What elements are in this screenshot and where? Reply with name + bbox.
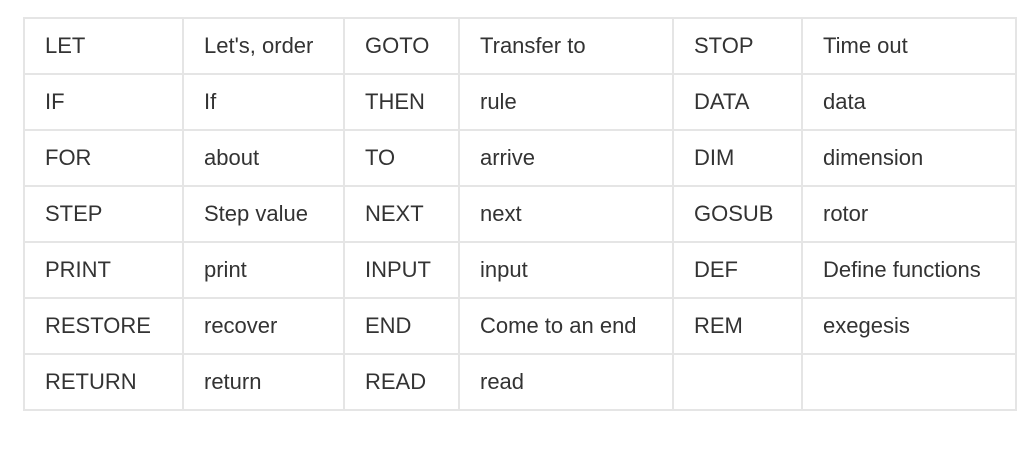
keyword-cell: INPUT	[343, 241, 460, 299]
keyword-cell: END	[343, 297, 460, 355]
meaning-cell: recover	[182, 297, 345, 355]
meaning-cell: read	[458, 353, 674, 411]
keyword-cell: FOR	[23, 129, 184, 187]
meaning-cell: exegesis	[801, 297, 1017, 355]
meaning-cell: dimension	[801, 129, 1017, 187]
meaning-cell: rule	[458, 73, 674, 131]
meaning-cell: Step value	[182, 185, 345, 243]
meaning-cell: data	[801, 73, 1017, 131]
meaning-cell: Transfer to	[458, 17, 674, 75]
keyword-cell: READ	[343, 353, 460, 411]
keyword-cell: STEP	[23, 185, 184, 243]
keyword-cell: GOTO	[343, 17, 460, 75]
meaning-cell: about	[182, 129, 345, 187]
keyword-cell: RETURN	[23, 353, 184, 411]
keyword-cell: PRINT	[23, 241, 184, 299]
meaning-cell: Come to an end	[458, 297, 674, 355]
meaning-cell: next	[458, 185, 674, 243]
keyword-cell: IF	[23, 73, 184, 131]
meaning-cell	[801, 353, 1017, 411]
keyword-cell: REM	[672, 297, 803, 355]
meaning-cell: return	[182, 353, 345, 411]
meaning-cell: Let's, order	[182, 17, 345, 75]
keyword-cell	[672, 353, 803, 411]
keyword-cell: RESTORE	[23, 297, 184, 355]
keyword-cell: DATA	[672, 73, 803, 131]
keyword-cell: DEF	[672, 241, 803, 299]
keyword-cell: THEN	[343, 73, 460, 131]
keyword-cell: LET	[23, 17, 184, 75]
meaning-cell: rotor	[801, 185, 1017, 243]
keyword-cell: GOSUB	[672, 185, 803, 243]
keyword-cell: STOP	[672, 17, 803, 75]
keyword-cell: TO	[343, 129, 460, 187]
keyword-cell: DIM	[672, 129, 803, 187]
meaning-cell: Define functions	[801, 241, 1017, 299]
meaning-cell: If	[182, 73, 345, 131]
meaning-cell: input	[458, 241, 674, 299]
meaning-cell: Time out	[801, 17, 1017, 75]
meaning-cell: print	[182, 241, 345, 299]
keyword-cell: NEXT	[343, 185, 460, 243]
meaning-cell: arrive	[458, 129, 674, 187]
